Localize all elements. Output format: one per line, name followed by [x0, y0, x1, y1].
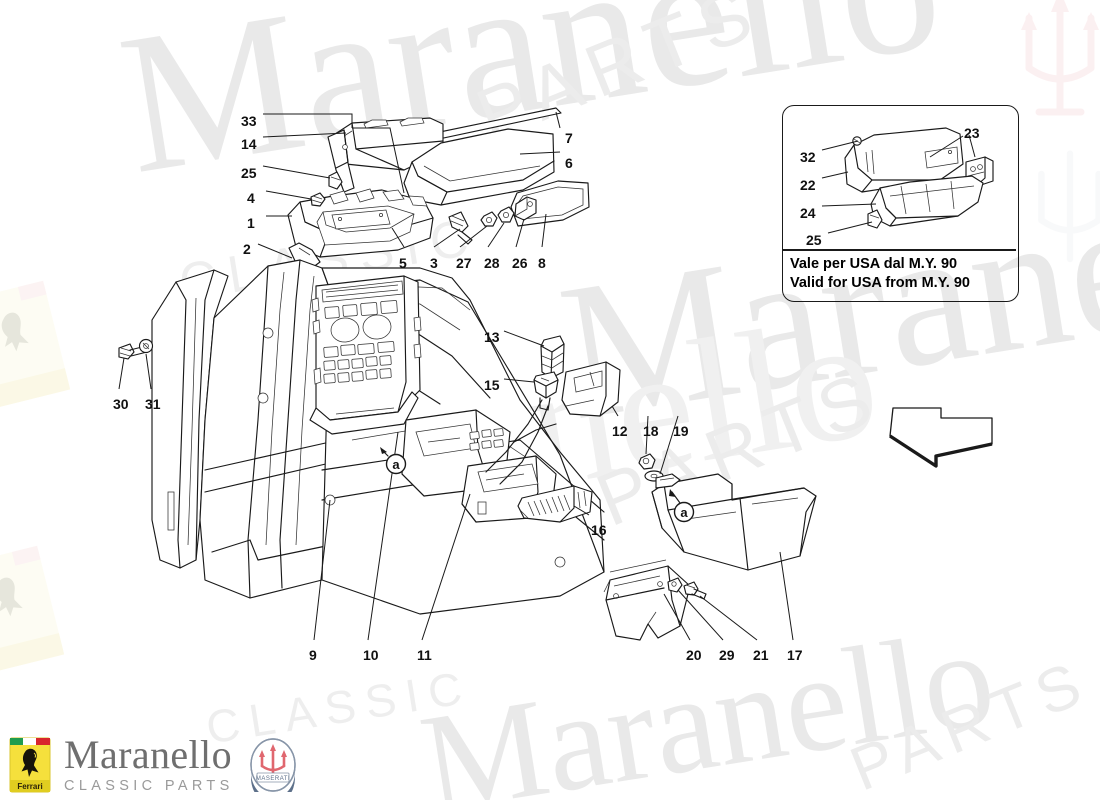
part-21-screw	[683, 581, 707, 600]
part-12-ashtray	[561, 361, 621, 417]
part-1-glovebox-frame	[287, 188, 434, 258]
glovebox-assembly	[287, 107, 590, 269]
inset-glovebox-usa	[844, 127, 994, 229]
callout-ref-9: 9	[309, 647, 317, 663]
part-15-lighter-socket	[533, 371, 559, 411]
callout-ref-33: 33	[241, 113, 257, 129]
circled-marker-a-footwell: a	[673, 501, 695, 523]
part-20-bracket-plate	[605, 565, 691, 641]
part-13-cigar-lighter	[540, 335, 565, 379]
circled-marker-a-console: a	[380, 447, 407, 475]
inset-callout-ref-24: 24	[800, 205, 816, 221]
inset-caption: Vale per USA dal M.Y. 90 Valid for USA f…	[790, 255, 1012, 292]
sill-fasteners	[118, 338, 154, 360]
callout-ref-30: 30	[113, 396, 129, 412]
part-17-footwell-trim	[651, 473, 817, 571]
lighter-ashtray-group	[485, 335, 621, 523]
inset-callout-ref-22: 22	[800, 177, 816, 193]
part-4-screw	[310, 192, 326, 207]
footwell-trim-assembly	[603, 453, 817, 641]
callout-ref-2: 2	[243, 241, 251, 257]
part-16-grille	[517, 485, 593, 523]
callout-ref-3: 3	[430, 255, 438, 271]
inset-callout-ref-25: 25	[806, 232, 822, 248]
ferrari-badge-text: Ferrari	[17, 782, 42, 791]
maserati-badge-text: MASERATI	[256, 776, 290, 782]
callout-ref-25: 25	[241, 165, 257, 181]
part-19-washer	[644, 470, 664, 482]
part-25-plug-left	[328, 171, 343, 190]
part-29-bolt	[667, 577, 683, 593]
callout-ref-26: 26	[512, 255, 528, 271]
callout-ref-16: 16	[591, 522, 607, 538]
callout-ref-8: 8	[538, 255, 546, 271]
callout-ref-7: 7	[565, 130, 573, 146]
callout-ref-10: 10	[363, 647, 379, 663]
callout-ref-27: 27	[456, 255, 472, 271]
callout-ref-12: 12	[612, 423, 628, 439]
brand-name: Maranello	[64, 732, 232, 777]
part-14-upper-panel	[331, 117, 444, 171]
callout-ref-1: 1	[247, 215, 255, 231]
callout-ref-6: 6	[565, 155, 573, 171]
callout-ref-31: 31	[145, 396, 161, 412]
callout-ref-19: 19	[673, 423, 689, 439]
ferrari-shield-logo: Ferrari	[9, 737, 51, 793]
tunnel-and-sill-assembly	[151, 259, 605, 615]
part-33-bracket	[327, 129, 355, 193]
part-31-washer	[138, 338, 154, 354]
inset-callout-ref-23: 23	[964, 125, 980, 141]
svg-text:a: a	[392, 457, 400, 472]
callout-ref-20: 20	[686, 647, 702, 663]
footer-branding: Ferrari Maranello CLASSIC PARTS MASERATI	[8, 735, 298, 795]
part-28-washer	[497, 206, 515, 223]
part-30-screw	[118, 343, 148, 360]
maserati-trident-logo: MASERATI	[249, 738, 296, 792]
callout-ref-17: 17	[787, 647, 803, 663]
callout-ref-5: 5	[399, 255, 407, 271]
part-26-bush	[514, 196, 537, 221]
direction-arrow	[889, 407, 993, 468]
inset-callout-ref-32: 32	[800, 149, 816, 165]
brand-text-block: Maranello CLASSIC PARTS	[64, 732, 234, 795]
callout-ref-18: 18	[643, 423, 659, 439]
svg-text:a: a	[680, 505, 688, 520]
part-3-screw	[448, 211, 473, 245]
brand-subtitle: CLASSIC PARTS	[64, 778, 234, 794]
leader-lines	[118, 111, 976, 641]
callout-ref-21: 21	[753, 647, 769, 663]
inset-divider	[783, 249, 1016, 251]
callout-ref-14: 14	[241, 136, 257, 152]
callout-ref-15: 15	[484, 377, 500, 393]
part-10-switch-panel	[309, 275, 422, 435]
part-27-nut	[480, 211, 498, 227]
callout-ref-11: 11	[417, 647, 432, 663]
part-18-nut	[638, 453, 656, 470]
callout-ref-29: 29	[719, 647, 735, 663]
inset-caption-italian: Vale per USA dal M.Y. 90	[790, 256, 958, 272]
inset-caption-english: Valid for USA from M.Y. 90	[790, 274, 970, 291]
part-6-glovebox-lid	[403, 128, 555, 206]
callout-ref-13: 13	[484, 329, 500, 345]
inset-box-usa-variant	[782, 105, 1019, 302]
callout-ref-4: 4	[247, 190, 255, 206]
callout-ref-28: 28	[484, 255, 500, 271]
